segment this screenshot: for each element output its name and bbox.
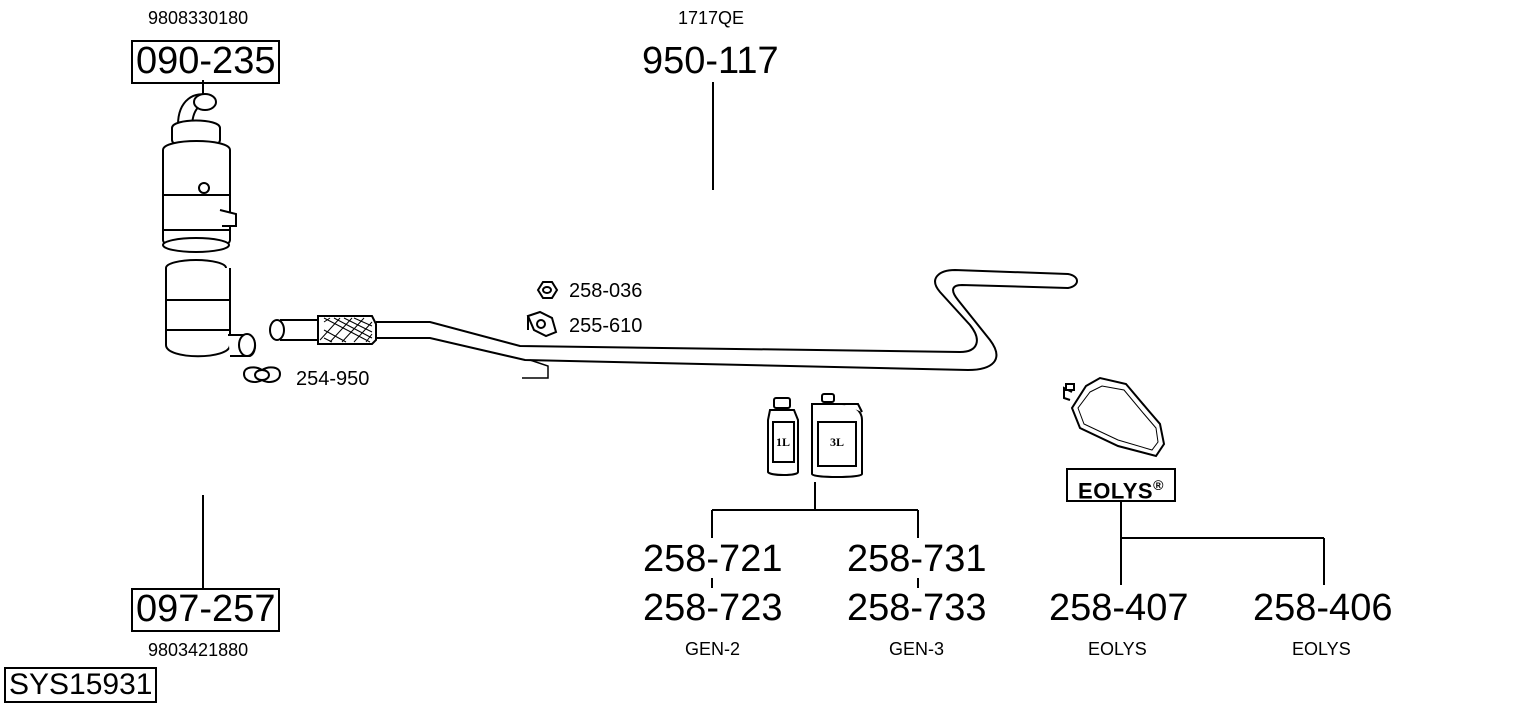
- eolys-right-label: EOLYS: [1292, 639, 1351, 659]
- canister-3l-label: 3L: [830, 435, 844, 449]
- eolys-brand-mark: ®: [1153, 477, 1164, 493]
- dpf-lower-oe-number: 9803421880: [148, 640, 249, 660]
- bottle-1l-illustration: [767, 397, 799, 476]
- gen3-label: GEN-3: [889, 639, 945, 659]
- canister-3l-illustration: [811, 393, 863, 478]
- eolys-tank-illustration: [1063, 376, 1166, 458]
- exhaust-pipe-illustration: [269, 268, 1078, 379]
- gen2-label: GEN-2: [685, 639, 741, 659]
- nut-illustration: [536, 281, 559, 299]
- pipe-oe-number: 1717QE: [678, 8, 745, 28]
- eolys-brand-box: EOLYS®: [1066, 468, 1176, 504]
- eolys-brand: EOLYS: [1078, 478, 1154, 504]
- dpf-upper-oe-number: 9808330180: [148, 8, 249, 28]
- pipe-part-number[interactable]: 950-117: [642, 40, 779, 82]
- clamp-illustration: [242, 366, 282, 383]
- gen2-part-b[interactable]: 258-723: [643, 587, 783, 629]
- gen3-part-a[interactable]: 258-731: [847, 538, 987, 580]
- dpf-upper-illustration: [162, 93, 237, 253]
- hanger-illustration: [526, 310, 558, 338]
- bottle-1l-label: 1L: [776, 435, 790, 449]
- nut-part-number[interactable]: 258-036: [569, 280, 643, 302]
- hanger-part-number[interactable]: 255-610: [569, 315, 643, 337]
- eolys-left-part-number[interactable]: 258-407: [1049, 587, 1189, 629]
- dpf-lower-illustration: [165, 259, 256, 358]
- eolys-right-part-number[interactable]: 258-406: [1253, 587, 1393, 629]
- clamp-part-number[interactable]: 254-950: [296, 368, 370, 390]
- dpf-lower-part-number[interactable]: 097-257: [131, 588, 281, 632]
- gen3-part-b[interactable]: 258-733: [847, 587, 987, 629]
- gen2-part-a[interactable]: 258-721: [643, 538, 783, 580]
- system-id: SYS15931: [4, 667, 158, 703]
- eolys-left-label: EOLYS: [1088, 639, 1147, 659]
- dpf-upper-part-number[interactable]: 090-235: [131, 40, 281, 84]
